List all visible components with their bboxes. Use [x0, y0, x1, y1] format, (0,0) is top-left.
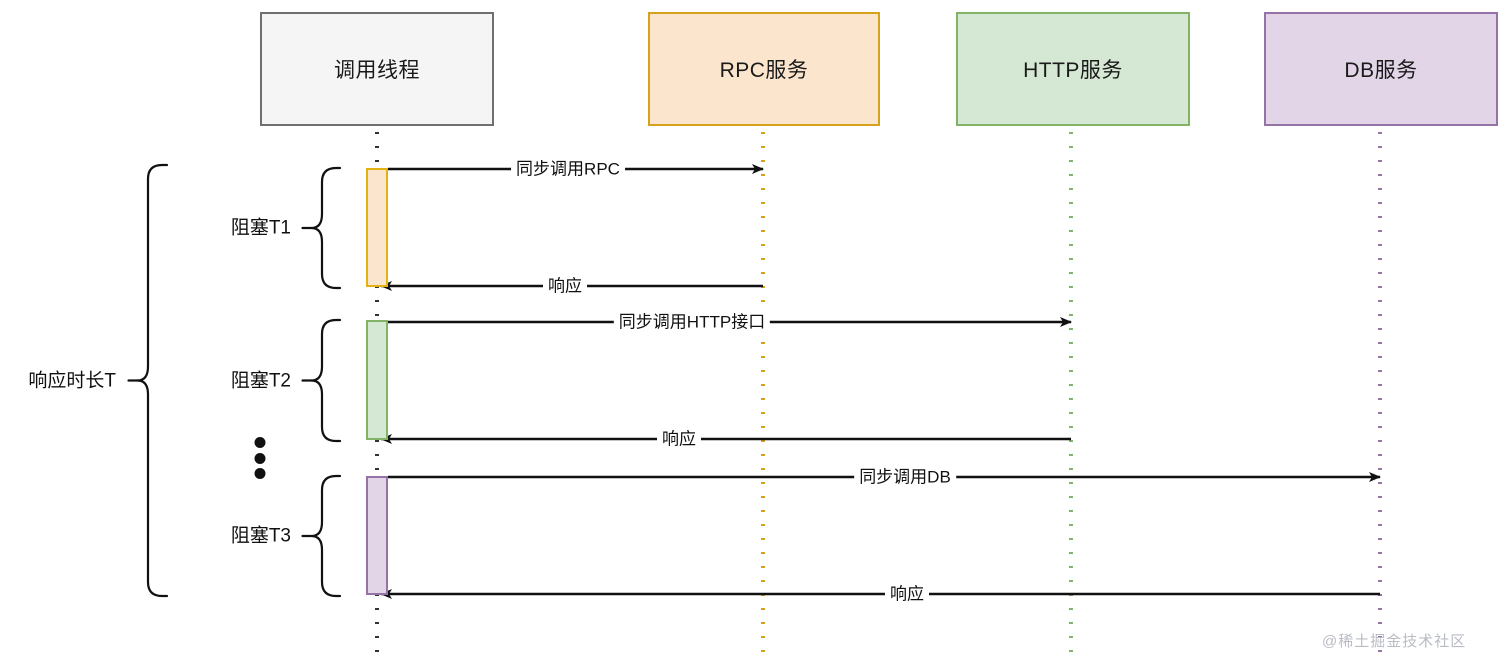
brace-label-total-duration: 响应时长T [28, 370, 116, 392]
participant-box-caller[interactable]: 调用线程 [260, 12, 494, 126]
brace-label-block-t3: 阻塞T3 [230, 525, 291, 547]
message-label-db-call: 同步调用DB [854, 468, 956, 486]
participant-box-http[interactable]: HTTP服务 [956, 12, 1190, 126]
participant-box-db[interactable]: DB服务 [1264, 12, 1498, 126]
vertical-ellipsis-icon [254, 437, 266, 479]
message-label-http-return: 响应 [657, 430, 701, 448]
participant-box-rpc[interactable]: RPC服务 [648, 12, 880, 126]
participant-label-db: DB服务 [1344, 59, 1418, 82]
message-label-rpc-return: 响应 [543, 277, 587, 295]
brace-label-block-t1: 阻塞T1 [230, 217, 291, 239]
message-label-http-call: 同步调用HTTP接口 [613, 313, 771, 331]
watermark: @稀土掘金技术社区 [1322, 633, 1467, 650]
brace-t1 [310, 166, 342, 290]
participant-label-caller: 调用线程 [334, 59, 420, 82]
message-label-rpc-call: 同步调用RPC [511, 160, 625, 178]
message-arrows-group [380, 164, 1381, 599]
brace-total [136, 163, 169, 598]
message-label-db-return: 响应 [885, 585, 929, 603]
activation-bar-t2[interactable] [366, 320, 388, 440]
ellipsis-dot [254, 468, 266, 479]
participant-label-http: HTTP服务 [1023, 59, 1123, 82]
ellipsis-dot [254, 437, 266, 448]
activation-bar-t3[interactable] [366, 476, 388, 595]
brace-t3 [310, 474, 342, 598]
participant-label-rpc: RPC服务 [719, 59, 809, 82]
brace-t2 [310, 318, 342, 443]
braces-group [127, 163, 342, 598]
lifelines-group [375, 132, 1382, 660]
activation-bar-t1[interactable] [366, 168, 388, 287]
ellipsis-dot [254, 452, 266, 464]
brace-label-block-t2: 阻塞T2 [230, 370, 291, 392]
